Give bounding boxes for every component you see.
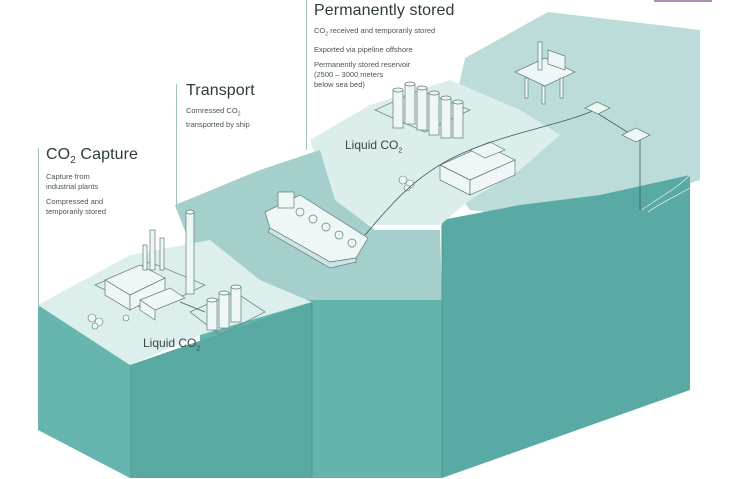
- offshore-seabed-block: [442, 175, 690, 478]
- ship-icon: [264, 191, 369, 269]
- pipeline-line: [364, 109, 601, 236]
- industrial-plant-icon: [104, 229, 186, 321]
- capture-leader-line: [38, 148, 39, 308]
- top-edge-accent: [654, 0, 712, 2]
- subsea-template-icon: [584, 101, 651, 143]
- capture-block-front: [38, 305, 130, 478]
- storage-tank-icon: [206, 284, 242, 331]
- transport-leader-line: [176, 84, 177, 209]
- seabed-strata: [641, 174, 691, 211]
- liquid-co2-label-terminal: Liquid CO2: [345, 138, 403, 155]
- stored-description: CO2 received and temporarily stored Expo…: [314, 26, 436, 89]
- stored-section: Permanently stored CO2 received and temp…: [314, 2, 484, 90]
- transport-title: Transport: [186, 82, 255, 99]
- stored-title: Permanently stored: [314, 2, 455, 19]
- liquid-co2-label-capture: Liquid CO2: [143, 336, 201, 353]
- pipe-line: [179, 301, 206, 313]
- terminal-storage-tanks-icon: [392, 81, 464, 139]
- seabed-strata: [647, 187, 691, 213]
- capture-title: CO2 Capture: [46, 146, 139, 167]
- terminal-ground-top: [310, 80, 560, 225]
- stored-leader-line: [306, 0, 307, 150]
- offshore-platform-icon: [514, 41, 576, 105]
- tree-cluster-icon: [87, 313, 130, 330]
- chimney-icon: [185, 209, 195, 295]
- tree-cluster-icon: [398, 175, 415, 192]
- terminal-building-icon: [439, 141, 516, 196]
- capture-block-side: [130, 302, 312, 478]
- capture-ground-top: [38, 240, 312, 365]
